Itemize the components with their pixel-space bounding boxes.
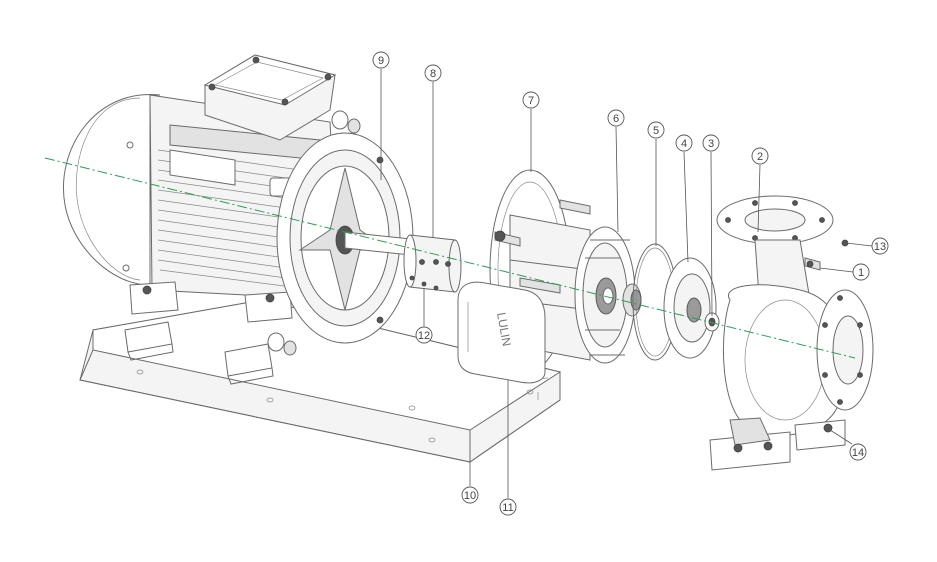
callout-11: 11 bbox=[499, 380, 517, 516]
impeller bbox=[663, 257, 717, 359]
callout-8: 8 bbox=[424, 64, 442, 238]
callout-4: 4 bbox=[675, 134, 693, 263]
motor-assembly bbox=[63, 94, 341, 323]
callout-14: 14 bbox=[829, 429, 867, 461]
callout-3: 3 bbox=[702, 134, 720, 317]
impeller-nut bbox=[704, 312, 720, 332]
base-plate bbox=[79, 299, 562, 463]
shaft-sleeve bbox=[403, 234, 462, 293]
callout-1: 1 bbox=[819, 263, 870, 281]
svg-text:8: 8 bbox=[430, 68, 436, 80]
pump-casing bbox=[709, 195, 874, 471]
drain-plug bbox=[804, 257, 821, 271]
svg-text:7: 7 bbox=[528, 95, 534, 107]
callout-9: 9 bbox=[372, 51, 390, 180]
mechanical-seal bbox=[622, 283, 642, 317]
svg-text:4: 4 bbox=[681, 138, 687, 150]
svg-text:5: 5 bbox=[653, 125, 659, 137]
svg-text:14: 14 bbox=[852, 447, 864, 459]
callout-5: 5 bbox=[647, 121, 665, 246]
callout-13: 13 bbox=[845, 237, 889, 255]
svg-text:10: 10 bbox=[464, 490, 476, 502]
cable-gland-nuts bbox=[267, 110, 361, 356]
callout-7: 7 bbox=[522, 91, 540, 172]
terminal-box bbox=[203, 54, 337, 141]
callout-12: 12 bbox=[415, 288, 433, 344]
svg-text:11: 11 bbox=[502, 502, 513, 514]
coupling-guard: LULIN bbox=[457, 281, 546, 384]
svg-text:1: 1 bbox=[858, 267, 864, 279]
callout-2: 2 bbox=[751, 147, 769, 233]
svg-text:9: 9 bbox=[378, 55, 384, 67]
seal-plate bbox=[574, 226, 636, 364]
callout-10: 10 bbox=[461, 462, 479, 504]
svg-text:13: 13 bbox=[874, 241, 886, 253]
svg-text:6: 6 bbox=[613, 113, 619, 125]
svg-text:12: 12 bbox=[418, 330, 430, 342]
svg-text:2: 2 bbox=[757, 151, 763, 163]
callout-6: 6 bbox=[607, 109, 625, 233]
guard-brand-text: LULIN bbox=[494, 311, 514, 347]
axis-line bbox=[44, 157, 856, 359]
svg-text:3: 3 bbox=[708, 138, 714, 150]
